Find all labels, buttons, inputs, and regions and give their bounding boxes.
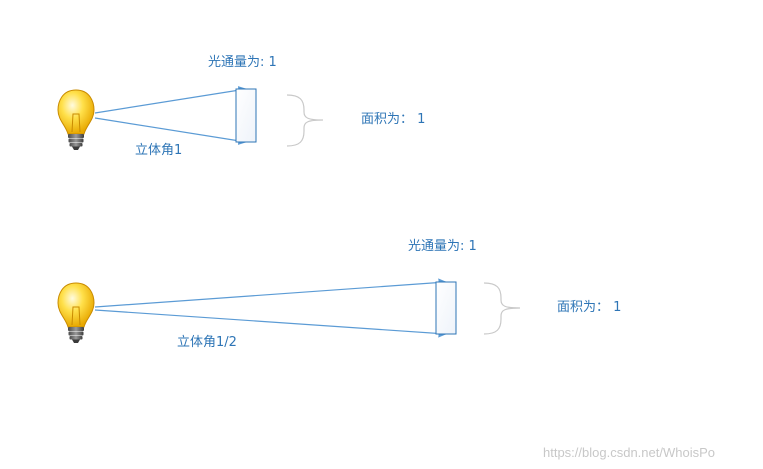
- light-bulb-icon: [57, 282, 95, 344]
- area-panel: [435, 281, 457, 335]
- ray-upper: [94, 278, 447, 308]
- flux-label: 光通量为: 1: [408, 239, 477, 254]
- solid-angle-label: 立体角1/2: [177, 335, 237, 350]
- area-panel: [235, 88, 257, 143]
- flux-label: 光通量为: 1: [208, 55, 277, 70]
- diagram-1: [57, 86, 324, 151]
- diagram-2: [57, 278, 521, 344]
- ray-lower: [94, 309, 447, 338]
- light-bulb-icon: [57, 89, 95, 151]
- area-label: 面积为： 1: [557, 300, 622, 315]
- solid-angle-label: 立体角1: [135, 143, 183, 158]
- watermark: https://blog.csdn.net/WhoisPo: [543, 445, 715, 460]
- brace: [483, 282, 521, 335]
- area-label: 面积为： 1: [361, 112, 426, 127]
- ray-upper: [94, 86, 247, 114]
- ray-lower: [94, 117, 247, 145]
- brace: [286, 94, 324, 147]
